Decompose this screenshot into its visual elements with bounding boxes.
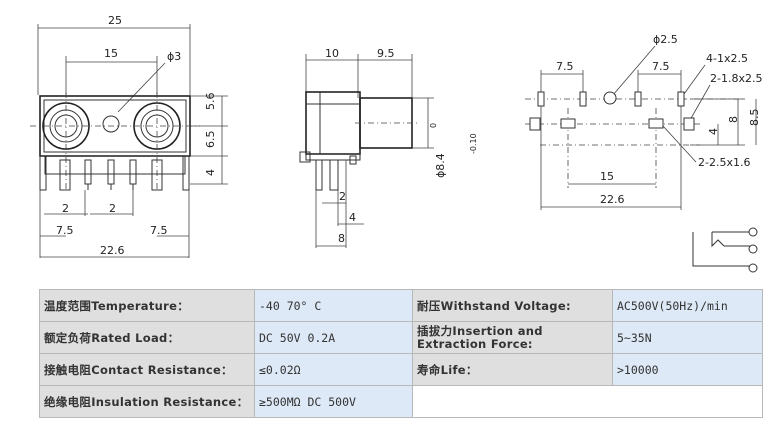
dim-pin-offset-left: 7.5 — [56, 224, 74, 237]
spec-table: 温度范围Temperature： -40 70° C 耐压Withstand V… — [39, 289, 763, 418]
footprint-slot-side-label: 2-1.8x2.5 — [710, 72, 762, 85]
spec-label-insulation-resistance: 绝缘电阻Insulation Resistance： — [39, 385, 255, 418]
dim-pin-c: 8 — [338, 232, 345, 245]
spec-label-insertion-force: 插拔力Insertion and Extraction Force: — [412, 321, 613, 354]
footprint-height-8: 8 — [727, 116, 740, 123]
dim-barrel-dia: ϕ8.4 — [434, 153, 447, 178]
dim-pin-gap-left: 2 — [62, 202, 69, 215]
pcb-footprint: ϕ2.5 4-1x2.5 2-1.8x2.5 7.5 7.5 4 8 — [525, 33, 762, 210]
front-view: 25 15 ϕ3 — [30, 14, 228, 258]
footprint-row-gap: 4 — [707, 128, 720, 135]
dim-pin-a: 2 — [339, 190, 346, 203]
dim-depth-left: 10 — [325, 47, 339, 60]
spec-value-rated-load: DC 50V 0.2A — [254, 321, 413, 354]
dim-barrel-tol-bottom: -0.10 — [469, 133, 478, 154]
spec-label-rated-load: 额定负荷Rated Load： — [39, 321, 255, 354]
dim-barrel-tol-top: 0 — [429, 123, 438, 128]
dim-depth-right: 9.5 — [377, 47, 395, 60]
spec-value-temperature: -40 70° C — [254, 289, 413, 322]
footprint-center-hole-label: ϕ2.5 — [653, 33, 678, 46]
spec-label-withstand-voltage: 耐压Withstand Voltage: — [412, 289, 613, 322]
footprint-spacing-right: 7.5 — [652, 60, 670, 73]
dim-pin-gap-mid: 2 — [109, 202, 116, 215]
footprint-center-pitch: 15 — [600, 170, 614, 183]
dim-pin-offset-right: 7.5 — [150, 224, 168, 237]
footprint-total-width: 22.6 — [600, 193, 625, 206]
spec-empty-cell — [412, 385, 763, 418]
footprint-spacing-left: 7.5 — [556, 60, 574, 73]
dim-height-top: 5.6 — [204, 93, 217, 111]
side-view: 10 9.5 ϕ8.4 0 -0.10 2 4 8 — [299, 47, 478, 248]
spec-label-temperature: 温度范围Temperature： — [39, 289, 255, 322]
footprint-height-85: 8.5 — [748, 109, 761, 127]
footprint-slot-bottom-label: 2-2.5x1.6 — [698, 156, 750, 169]
dim-pin-span: 22.6 — [100, 244, 125, 257]
dim-overall-width: 25 — [108, 14, 122, 27]
spec-value-insulation-resistance: ≥500MΩ DC 500V — [254, 385, 413, 418]
dim-pitch: 15 — [104, 47, 118, 60]
dim-height-low: 4 — [204, 169, 217, 176]
spec-value-contact-resistance: ≤0.02Ω — [254, 353, 413, 386]
spec-value-withstand-voltage: AC500V(50Hz)/min — [612, 289, 763, 322]
dim-pin-b: 4 — [349, 211, 356, 224]
technical-drawing: 25 15 ϕ3 — [30, 14, 762, 273]
spec-label-life: 寿命Life： — [412, 353, 613, 386]
footprint-slot-top-label: 4-1x2.5 — [706, 52, 748, 65]
dim-hole-dia: ϕ3 — [167, 50, 181, 63]
spec-value-life: >10000 — [612, 353, 763, 386]
spec-label-contact-resistance: 接触电阻Contact Resistance： — [39, 353, 255, 386]
spec-value-insertion-force: 5~35N — [612, 321, 763, 354]
dim-height-mid: 6.5 — [204, 131, 217, 149]
jack-schematic-symbol — [692, 227, 758, 273]
